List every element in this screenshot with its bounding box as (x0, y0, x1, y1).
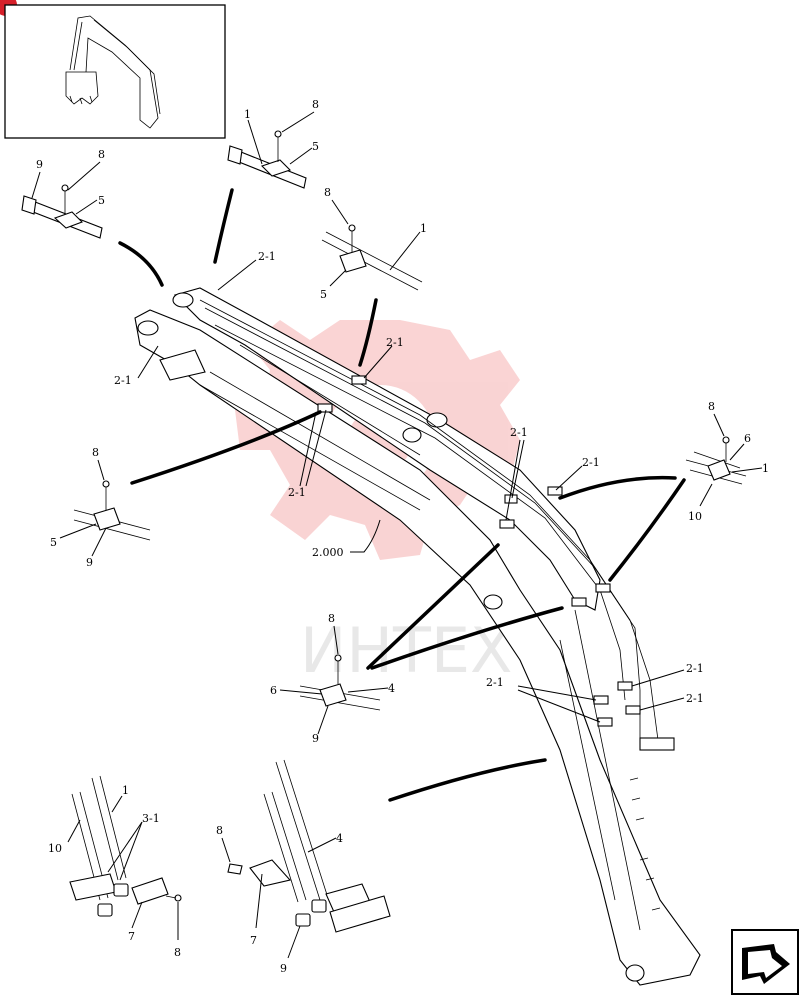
label-8-upper-right: 8 (324, 186, 331, 199)
detail-clamp-hose-9 (21, 161, 103, 239)
label-6-center: 6 (270, 684, 277, 697)
label-8-bottom-left: 8 (174, 946, 181, 959)
detail-bracket-center (221, 759, 391, 959)
label-4-bottom-center: 4 (336, 832, 343, 845)
label-2-1-a: 2-1 (258, 250, 276, 263)
label-8-bottom-center: 8 (216, 824, 223, 837)
detail-clamp-left (59, 459, 151, 557)
label-8-center: 8 (328, 612, 335, 625)
label-reference-2000: 2.000 (312, 546, 344, 559)
boom-assembly (134, 287, 701, 986)
label-8-left: 8 (92, 446, 99, 459)
label-8-top-left: 8 (98, 148, 105, 161)
label-7-bottom-center: 7 (250, 934, 257, 947)
detail-clamp-center (279, 625, 389, 735)
label-10-right: 10 (688, 510, 702, 523)
label-6-right: 6 (744, 432, 751, 445)
label-5-top: 5 (312, 140, 319, 153)
label-2-1-f: 2-1 (582, 456, 600, 469)
label-2-1-i: 2-1 (686, 692, 704, 705)
label-7-bottom-left: 7 (128, 930, 135, 943)
label-2-1-e: 2-1 (510, 426, 528, 439)
label-8-right: 8 (708, 400, 715, 413)
detail-bracket-left (67, 775, 182, 940)
label-9-left: 9 (86, 556, 93, 569)
label-1-top: 1 (244, 108, 251, 121)
watermark-text: ИНТЕХ (300, 614, 513, 687)
detail-clamp-pipe-1-right (321, 199, 423, 291)
label-1-bottom-left: 1 (122, 784, 129, 797)
next-page-arrow-icon[interactable] (731, 929, 799, 995)
label-2-1-c: 2-1 (386, 336, 404, 349)
label-10-bottom-left: 10 (48, 842, 62, 855)
detail-clamp-right (685, 413, 763, 507)
label-9-center: 9 (312, 732, 319, 745)
label-2-1-g: 2-1 (486, 676, 504, 689)
label-1-upper-right: 1 (420, 222, 427, 235)
detail-callout-strokes (118, 188, 686, 802)
label-9-bottom-center: 9 (280, 962, 287, 975)
detail-clamp-pipe-1-top (227, 111, 315, 189)
label-8-top: 8 (312, 98, 319, 111)
label-3-1-bottom-left: 3-1 (142, 812, 160, 825)
label-4-center: 4 (388, 682, 395, 695)
callout-labels: 9 8 5 1 8 5 8 1 5 2-1 2-1 2-1 2-1 2-1 2-… (36, 98, 769, 975)
label-5-upper-right: 5 (320, 288, 327, 301)
label-1-right: 1 (762, 462, 769, 475)
label-2-1-d: 2-1 (288, 486, 306, 499)
label-2-1-h: 2-1 (686, 662, 704, 675)
label-9-top-left: 9 (36, 158, 43, 171)
label-5-left: 5 (50, 536, 57, 549)
leader-lines (137, 259, 685, 723)
label-2-1-b: 2-1 (114, 374, 132, 387)
excavator-boom-thumbnail-icon (4, 4, 226, 139)
label-5-top-left: 5 (98, 194, 105, 207)
